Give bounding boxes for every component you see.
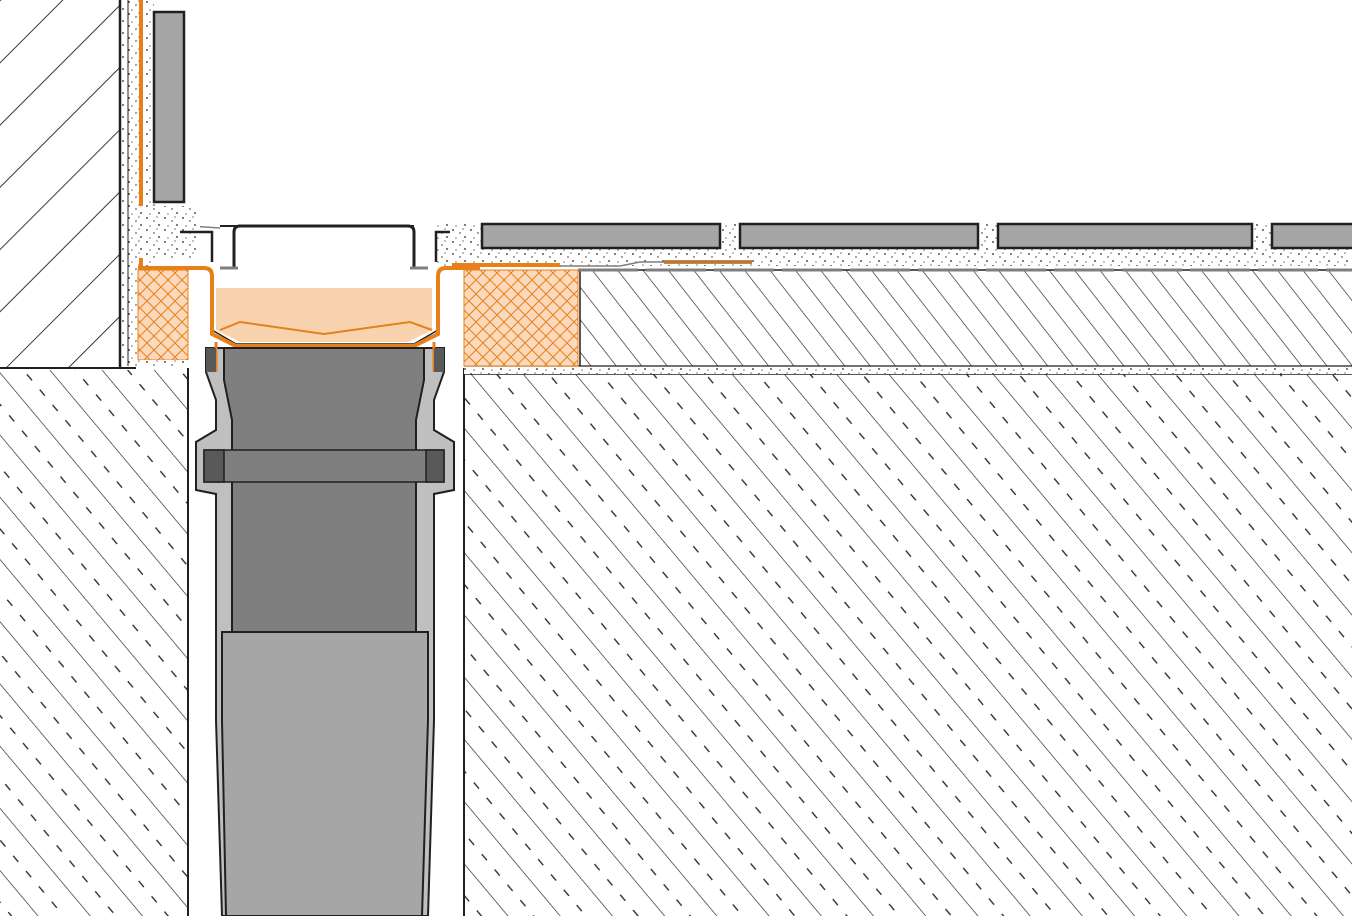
wall-tile: [138, 10, 221, 258]
waterproofing-membrane: [452, 260, 1352, 272]
drain-pipe: [195, 342, 455, 916]
floor-drain: [138, 224, 480, 348]
bottom-mortar: [136, 360, 188, 368]
separation-layer: [464, 365, 1352, 374]
concrete-slab: [0, 368, 1352, 916]
wall-masonry: [0, 0, 136, 369]
screed: [579, 269, 1352, 366]
insulation-board: [137, 269, 579, 367]
floor-tiles: [480, 222, 1352, 250]
